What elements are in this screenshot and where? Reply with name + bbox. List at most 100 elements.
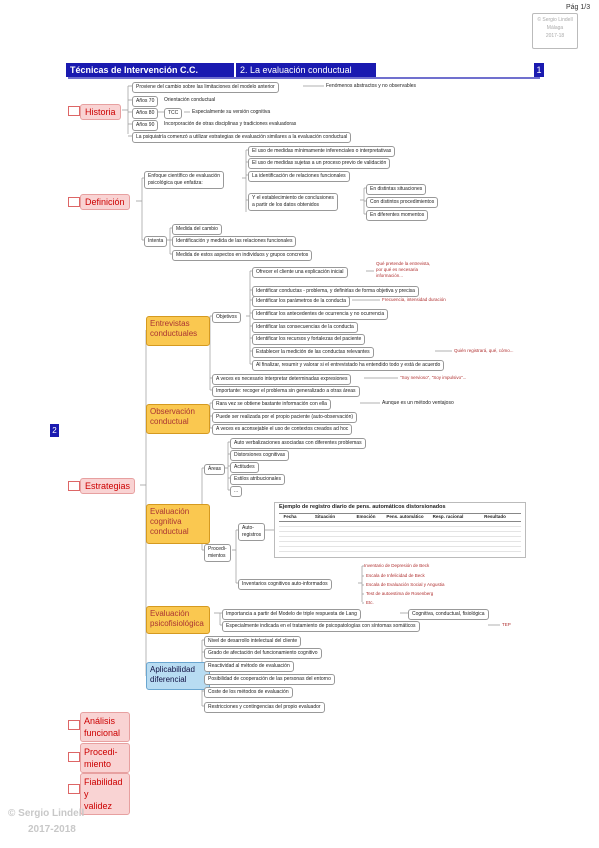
historia-item-80: Años 80 (132, 108, 159, 119)
stamp-line-2: Málaga (546, 25, 564, 31)
col-resultado: Resultado (484, 514, 506, 519)
aplicabilidad-item-4: Coste de los métodos de evaluación (204, 687, 293, 698)
historia-80-tcc: TCC (164, 108, 183, 119)
cognitiva-node: Evaluación cognitiva conductual (146, 504, 210, 544)
objetivo-0: Ofrecer el cliente una explicación inici… (252, 267, 348, 278)
enfoque-item-0: El uso de medidas mínimamente inferencia… (248, 146, 396, 157)
objetivos-node: Objetivos (212, 312, 241, 323)
intenta-item-1: Identificación y medida de las relacione… (172, 236, 297, 247)
footer-year: 2017-2018 (28, 824, 76, 835)
aplicabilidad-node: Aplicabilidad diferencial (146, 662, 210, 690)
procedimiento-node: Procedi- miento (80, 743, 130, 773)
psicofisiologica-item-1: Especialmente indicada en el tratamiento… (222, 621, 420, 632)
objetivo-7: Al finalizar, resumir y valorar si el en… (252, 360, 445, 371)
annotation-expresiones: "Soy nervioso", "Soy impulsivo"... (400, 375, 467, 380)
inventarios-node: Inventarios cognitivos auto-informados (238, 579, 332, 590)
aplicabilidad-item-2: Reactividad al método de evaluación (204, 661, 294, 672)
historia-90-sub: Incorporación de otras disciplinas y tra… (164, 121, 297, 127)
observacion-item-0: Rara vez se obtiene bastante información… (212, 399, 331, 410)
conclusion-item-0: En distintas situaciones (366, 184, 427, 195)
observacion-item-2: A veces es aconsejable el uso de context… (212, 424, 353, 435)
intenta-item-0: Medida del cambio (172, 224, 222, 235)
analisis-funcional-node: Análisis funcional (80, 712, 130, 742)
fiabilidad-validez-node: Fiabilidad y validez (80, 773, 130, 815)
aplicabilidad-item-1: Grado de afectación del funcionamiento c… (204, 648, 322, 659)
observacion-item-1: Puede ser realizada por el propio pacien… (212, 412, 358, 423)
historia-item-90: Años 90 (132, 120, 159, 131)
table-body (279, 522, 521, 554)
definicion-intenta: Intenta (144, 236, 168, 247)
area-4: ... (230, 486, 243, 497)
procedimientos-node: Procedi- mientos (204, 544, 231, 562)
annotation-objetivo-2: Frecuencia, intensidad duración (382, 297, 446, 302)
psicofisiologica-item-0: Importancia a partir del Modelo de tripl… (222, 609, 361, 620)
header-number: 1 (534, 63, 544, 77)
bracket-fiabilidad (68, 784, 80, 794)
psicofisiologica-node: Evaluación psicofisiológica (146, 606, 210, 634)
objetivo-2: Identificar los parámetros de la conduct… (252, 296, 351, 307)
table-header-row: Fecha Situación Emoción Pens. automático… (279, 513, 521, 522)
area-0: Auto verbalizaciones asociadas con difer… (230, 438, 366, 449)
enfoque-item-1: El uso de medidas sujetas a un proceso p… (248, 158, 391, 169)
author-stamp: © Sergio Lindell Málaga 2017-18 (532, 13, 578, 49)
col-emocion: Emoción (356, 514, 376, 519)
annotation-objetivo-0: Qué pretende la entrevista, por qué es n… (376, 261, 431, 278)
col-fecha: Fecha (283, 514, 297, 519)
table-title: Ejemplo de registro diario de pens. auto… (279, 504, 446, 510)
annotation-tep: TEP (502, 622, 511, 627)
col-situacion: Situación (314, 514, 336, 519)
stamp-line-3: 2017-18 (545, 33, 565, 39)
area-1: Distorsiones cognitivas (230, 450, 290, 461)
estrategias-node: Estrategias (80, 478, 136, 494)
enfoque-item-3: Y el establecimiento de conclusiones a p… (248, 193, 338, 211)
aplicabilidad-item-0: Nivel de desarrollo intelectual del clie… (204, 636, 302, 647)
annotation-objetivo-6: Quién registrará, qué, cómo... (454, 348, 514, 353)
inventario-4: Etc. (366, 600, 374, 605)
enfoque-item-2: La identificación de relaciones funciona… (248, 171, 350, 182)
psicofisiologica-item-0-sub: Cognitiva, conductual, fisiológica (408, 609, 489, 620)
definicion-node: Definición (80, 194, 130, 210)
observacion-node: Observación conductual (146, 404, 210, 434)
objetivo-6: Establecer la medición de las conductas … (252, 347, 374, 358)
conclusion-item-2: En diferentes momentos (366, 210, 429, 221)
historia-item-0-sub: Fenómenos abstractos y no observables (326, 83, 417, 89)
section-title: 2. La evaluación conductual (236, 63, 376, 77)
observacion-item-0-sub: Aunque es un método ventajoso (382, 400, 454, 406)
bracket-analisis (68, 720, 80, 730)
bracket-procedimiento (68, 752, 80, 762)
area-3: Estilos atribucionales (230, 474, 285, 485)
objetivo-4: Identificar las consecuencias de la cond… (252, 322, 358, 333)
page-number: Pág 1/3 (566, 4, 591, 11)
intenta-item-2: Medida de estos aspectos en individuos y… (172, 250, 313, 261)
bracket-historia (68, 106, 80, 116)
aplicabilidad-item-5: Restricciones y contingencias del propio… (204, 702, 325, 713)
footer-author: © Sergio Lindell (8, 808, 85, 819)
historia-70-sub: Orientación conductual (164, 97, 216, 103)
inventario-0: Inventario de Depresión de Beck (364, 563, 430, 568)
historia-item-psiq: La psiquiatría comenzó a utilizar estrat… (132, 132, 352, 143)
col-resp: Resp. racional (432, 514, 464, 519)
autoregistros-node: Auto- registros (238, 523, 266, 541)
bracket-estrategias (68, 481, 80, 491)
entrevista-more-1: Importante: recoger el problema sin gene… (212, 386, 360, 397)
objetivo-3: Identificar los antecedentes de ocurrenc… (252, 309, 389, 320)
registro-table: Ejemplo de registro diario de pens. auto… (274, 502, 526, 558)
inventario-1: Escala de Infelicidad de Beck (366, 573, 425, 578)
areas-node: Áreas (204, 464, 226, 475)
inventario-3: Test de autoestima de Rosenberg (366, 591, 434, 596)
historia-node: Historia (80, 104, 121, 120)
definicion-enfoque: Enfoque científico de evaluación psicoló… (144, 171, 224, 189)
col-pens: Pens. automático (386, 514, 424, 519)
stamp-line-1: © Sergio Lindell (537, 17, 573, 23)
objetivo-5: Identificar los recursos y fortalezas de… (252, 334, 366, 345)
bracket-definicion (68, 197, 80, 207)
entrevistas-node: Entrevistas conductuales (146, 316, 210, 346)
historia-item-70: Años 70 (132, 96, 159, 107)
historia-80-sub: Especialmente su versión cognitiva (192, 109, 271, 115)
inventario-2: Escala de Evaluación Social y Angustia (366, 582, 445, 587)
main-title: Técnicas de Intervención C.C. (66, 63, 234, 77)
entrevista-more-0: A veces es necesario interpretar determi… (212, 374, 352, 385)
historia-item-0: Proviene del cambio sobre las limitacion… (132, 82, 279, 93)
side-number: 2 (50, 424, 59, 437)
aplicabilidad-item-3: Posibilidad de cooperación de las person… (204, 674, 335, 685)
